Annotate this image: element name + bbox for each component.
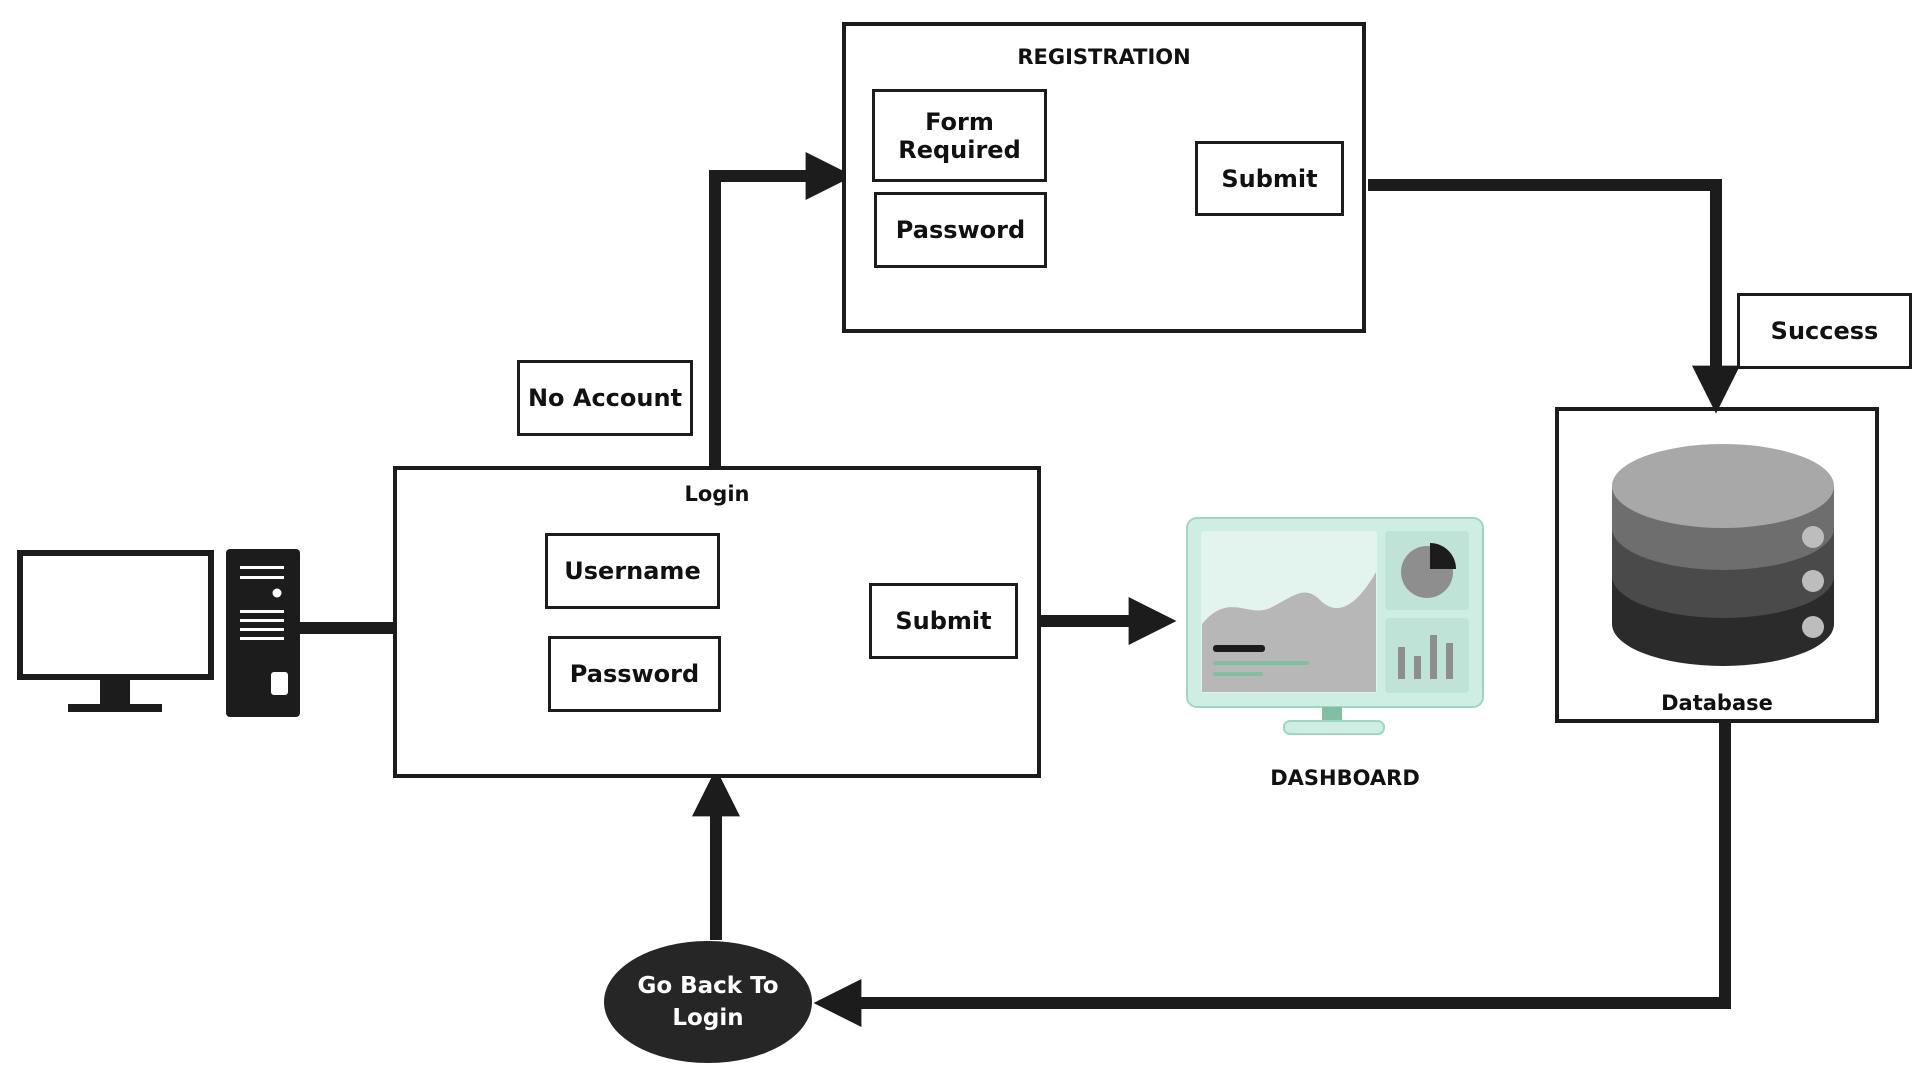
database-icon bbox=[1612, 444, 1834, 666]
login-title: Login bbox=[684, 482, 750, 506]
registration-password-field[interactable]: Password bbox=[874, 192, 1047, 268]
login-submit-button[interactable]: Submit bbox=[869, 583, 1018, 659]
arrow-registration-to-database bbox=[1368, 179, 1740, 414]
go-back-to-login-button[interactable]: Go Back To Login bbox=[604, 941, 812, 1063]
login-password-field[interactable]: Password bbox=[548, 636, 721, 712]
dashboard-label: DASHBOARD bbox=[1270, 766, 1420, 790]
form-required-field[interactable]: Form Required bbox=[872, 89, 1047, 182]
database-container bbox=[1555, 407, 1879, 723]
database-label: Database bbox=[1661, 691, 1773, 715]
monitor-icon bbox=[17, 550, 214, 712]
username-field[interactable]: Username bbox=[545, 533, 720, 609]
registration-title: REGISTRATION bbox=[1017, 45, 1191, 69]
success-label: Success bbox=[1737, 293, 1912, 369]
arrow-no-account bbox=[709, 152, 854, 466]
arrow-database-to-go-back bbox=[813, 722, 1731, 1027]
no-account-label: No Account bbox=[517, 360, 693, 436]
registration-submit-button[interactable]: Submit bbox=[1195, 141, 1344, 216]
dashboard-monitor-icon bbox=[1186, 517, 1484, 735]
pc-tower-icon bbox=[226, 549, 300, 717]
